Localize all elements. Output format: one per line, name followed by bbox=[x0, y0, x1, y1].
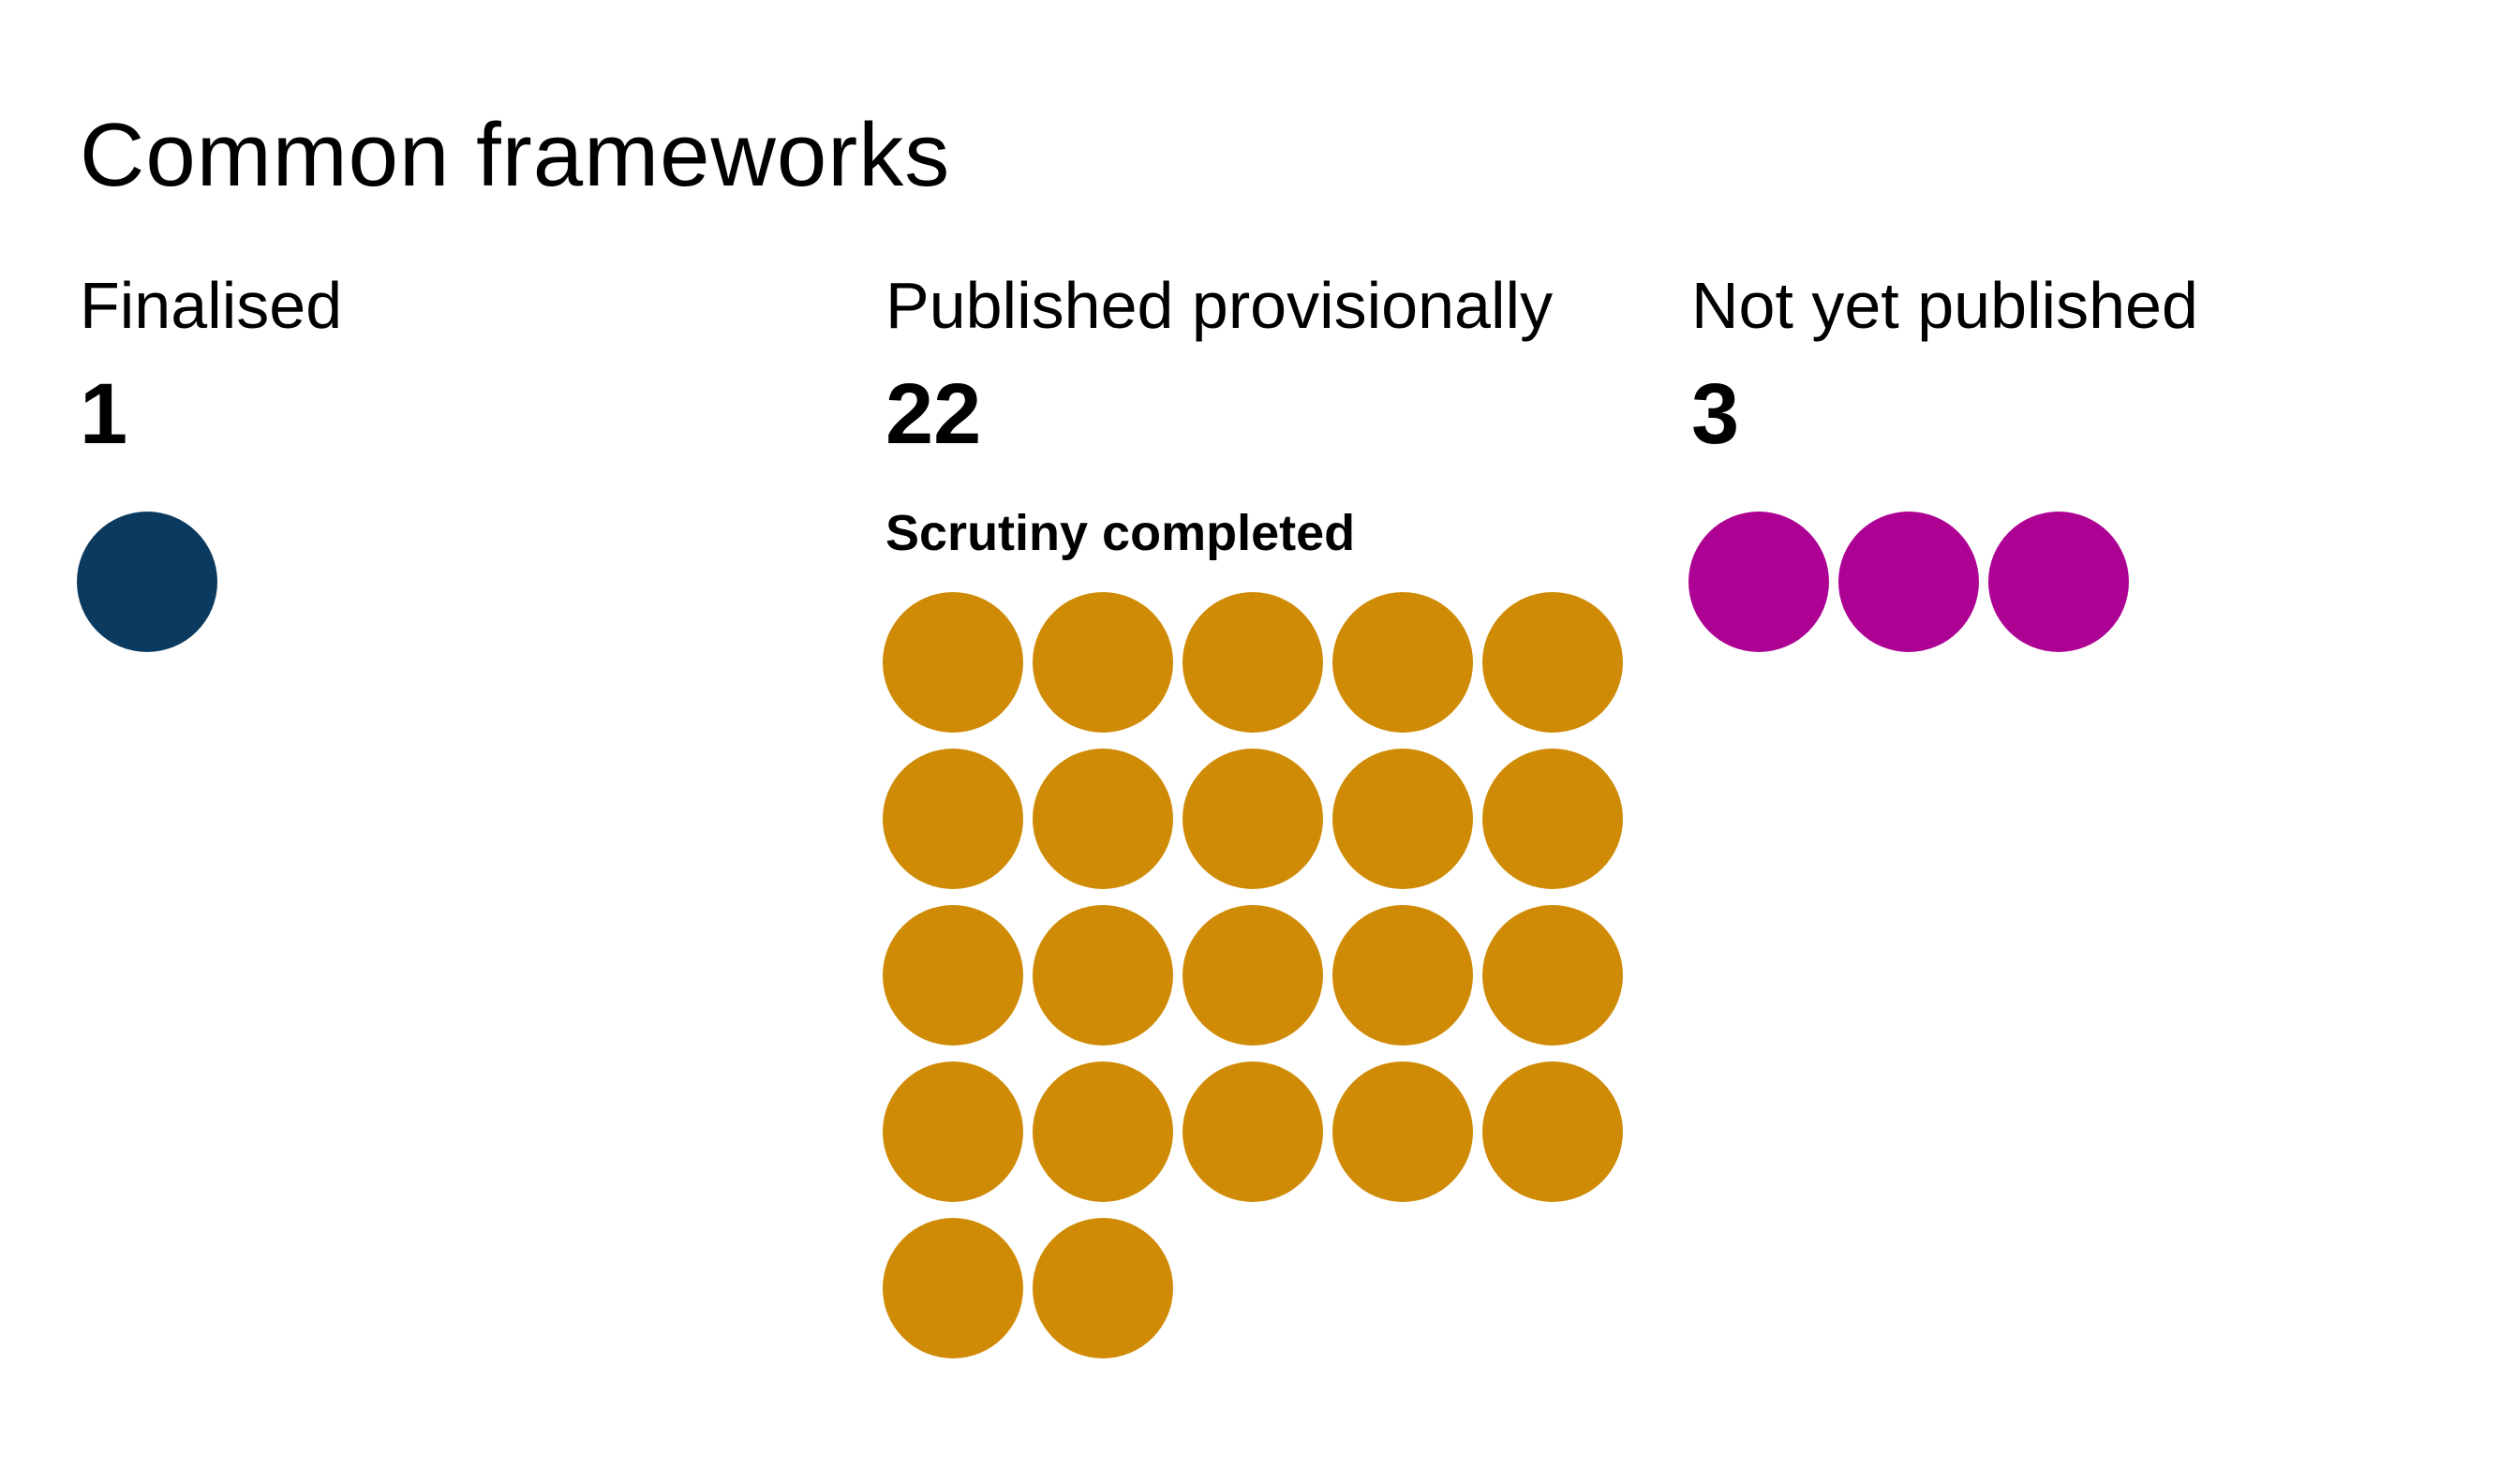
published-provisionally-dot bbox=[883, 1061, 1023, 1202]
chart-title: Common frameworks bbox=[80, 105, 951, 205]
published-provisionally-dot bbox=[1033, 1218, 1173, 1358]
published-provisionally-dot bbox=[883, 905, 1023, 1046]
published-provisionally-dot bbox=[1183, 905, 1323, 1046]
category-value-published-provisionally: 22 bbox=[885, 366, 982, 462]
category-sublabel-scrutiny-completed: Scrutiny completed bbox=[885, 505, 1356, 561]
published-provisionally-dot bbox=[1482, 749, 1623, 889]
published-provisionally-dot bbox=[883, 1218, 1023, 1358]
published-provisionally-dot bbox=[1183, 1061, 1323, 1202]
published-provisionally-dot bbox=[1482, 1061, 1623, 1202]
category-label-published-provisionally: Published provisionally bbox=[885, 269, 1554, 342]
published-provisionally-dot bbox=[1332, 1061, 1473, 1202]
published-provisionally-dot bbox=[1033, 592, 1173, 733]
dot-row-finalised bbox=[77, 512, 217, 652]
category-label-finalised: Finalised bbox=[80, 269, 343, 342]
published-provisionally-dot bbox=[883, 592, 1023, 733]
published-provisionally-dot bbox=[1033, 1061, 1173, 1202]
published-provisionally-dot bbox=[1033, 749, 1173, 889]
published-provisionally-dot bbox=[1033, 905, 1173, 1046]
not-yet-published-dot bbox=[1988, 512, 2129, 652]
dot-row-not-yet-published bbox=[1688, 512, 2129, 652]
category-not-yet-published: Not yet published 3 bbox=[1688, 0, 2441, 1484]
published-provisionally-dot bbox=[883, 749, 1023, 889]
category-label-not-yet-published: Not yet published bbox=[1691, 269, 2198, 342]
not-yet-published-dot bbox=[1688, 512, 1829, 652]
published-provisionally-dot bbox=[1183, 749, 1323, 889]
published-provisionally-dot bbox=[1332, 592, 1473, 733]
published-provisionally-dot bbox=[1482, 592, 1623, 733]
category-value-not-yet-published: 3 bbox=[1691, 366, 1740, 462]
category-finalised: Finalised 1 bbox=[77, 0, 867, 1484]
finalised-dot bbox=[77, 512, 217, 652]
category-published-provisionally: Published provisionally 22 Scrutiny comp… bbox=[883, 0, 1673, 1484]
published-provisionally-dot bbox=[1183, 592, 1323, 733]
category-value-finalised: 1 bbox=[80, 366, 128, 462]
published-provisionally-dot bbox=[1332, 905, 1473, 1046]
dot-grid-published-provisionally bbox=[883, 592, 1623, 1358]
published-provisionally-dot bbox=[1482, 905, 1623, 1046]
published-provisionally-dot bbox=[1332, 749, 1473, 889]
not-yet-published-dot bbox=[1838, 512, 1979, 652]
